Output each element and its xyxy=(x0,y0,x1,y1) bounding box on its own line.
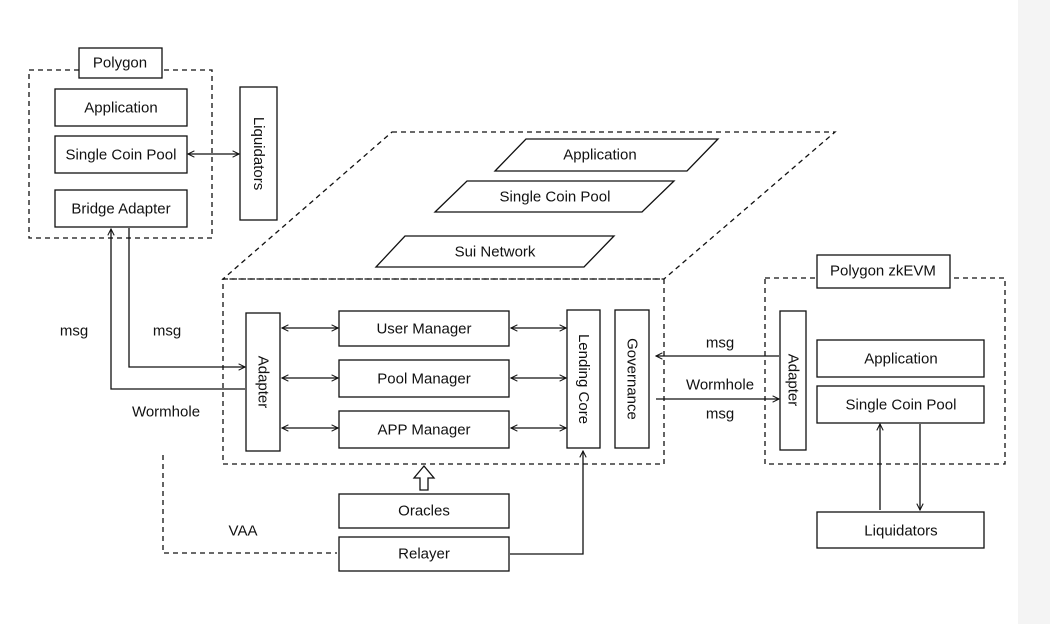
msg-left-inner-label: msg xyxy=(153,323,181,340)
polygon-bridge-adapter-box xyxy=(54,189,188,228)
sui-network-label: Sui Network xyxy=(455,244,536,261)
relayer-to-lending-core xyxy=(510,451,583,555)
zkevm-adapter-label: Adapter xyxy=(785,354,802,407)
zkevm-application-label: Application xyxy=(864,351,937,368)
zkevm-adapter-box xyxy=(779,310,807,451)
oracles-label: Oracles xyxy=(398,503,450,520)
zkevm-single-coin-pool-box xyxy=(816,385,985,424)
sui-adapter-box xyxy=(245,312,281,452)
msg-to-bridge-adapter xyxy=(111,229,245,390)
polygon-title: Polygon xyxy=(93,55,147,72)
sui-single-coin-pool-box xyxy=(433,180,676,213)
sui-application-label: Application xyxy=(563,147,636,164)
lending-core-label: Lending Core xyxy=(575,334,592,424)
relayer-label: Relayer xyxy=(398,546,450,563)
user-manager-label: User Manager xyxy=(376,321,471,338)
msg-to-sui-adapter xyxy=(128,228,245,367)
pool-manager-box xyxy=(338,359,510,398)
sui-network-box xyxy=(374,235,616,268)
zkevm-application-box xyxy=(816,339,985,378)
sui-front-face xyxy=(222,278,665,465)
polygon-application-box xyxy=(54,88,188,127)
user-manager-box xyxy=(338,310,510,347)
app-manager-box xyxy=(338,410,510,449)
polygon-bridge-adapter-label: Bridge Adapter xyxy=(71,201,170,218)
vaa-label: VAA xyxy=(229,523,258,540)
wormhole-left-label: Wormhole xyxy=(132,404,200,421)
msg-right-bottom-label: msg xyxy=(706,406,734,423)
polygon-liquidators-box xyxy=(239,86,278,221)
zkevm-title: Polygon zkEVM xyxy=(830,263,936,280)
sui-single-coin-pool-label: Single Coin Pool xyxy=(500,189,611,206)
msg-left-outer-label: msg xyxy=(60,323,88,340)
right-edge-band xyxy=(1018,0,1050,624)
oracles-up-arrow xyxy=(412,464,436,491)
oracles-box xyxy=(338,493,510,529)
zkevm-title-box xyxy=(816,254,951,289)
polygon-title-box xyxy=(78,47,163,79)
governance-box xyxy=(614,309,650,449)
relayer-box xyxy=(338,536,510,572)
polygon-single-coin-pool-box xyxy=(54,135,188,174)
polygon-application-label: Application xyxy=(84,100,157,117)
zkevm-liquidators-label: Liquidators xyxy=(864,523,937,540)
zkevm-single-coin-pool-label: Single Coin Pool xyxy=(846,397,957,414)
zkevm-liquidators-box xyxy=(816,511,985,549)
sui-adapter-label: Adapter xyxy=(255,356,272,409)
governance-label: Governance xyxy=(624,338,641,420)
lending-core-box xyxy=(566,309,601,449)
polygon-liquidators-label: Liquidators xyxy=(250,117,267,190)
pool-manager-label: Pool Manager xyxy=(377,371,470,388)
wormhole-right-label: Wormhole xyxy=(686,377,754,394)
polygon-single-coin-pool-label: Single Coin Pool xyxy=(66,147,177,164)
app-manager-label: APP Manager xyxy=(377,422,470,439)
msg-right-top-label: msg xyxy=(706,335,734,352)
sui-application-box xyxy=(493,138,720,172)
